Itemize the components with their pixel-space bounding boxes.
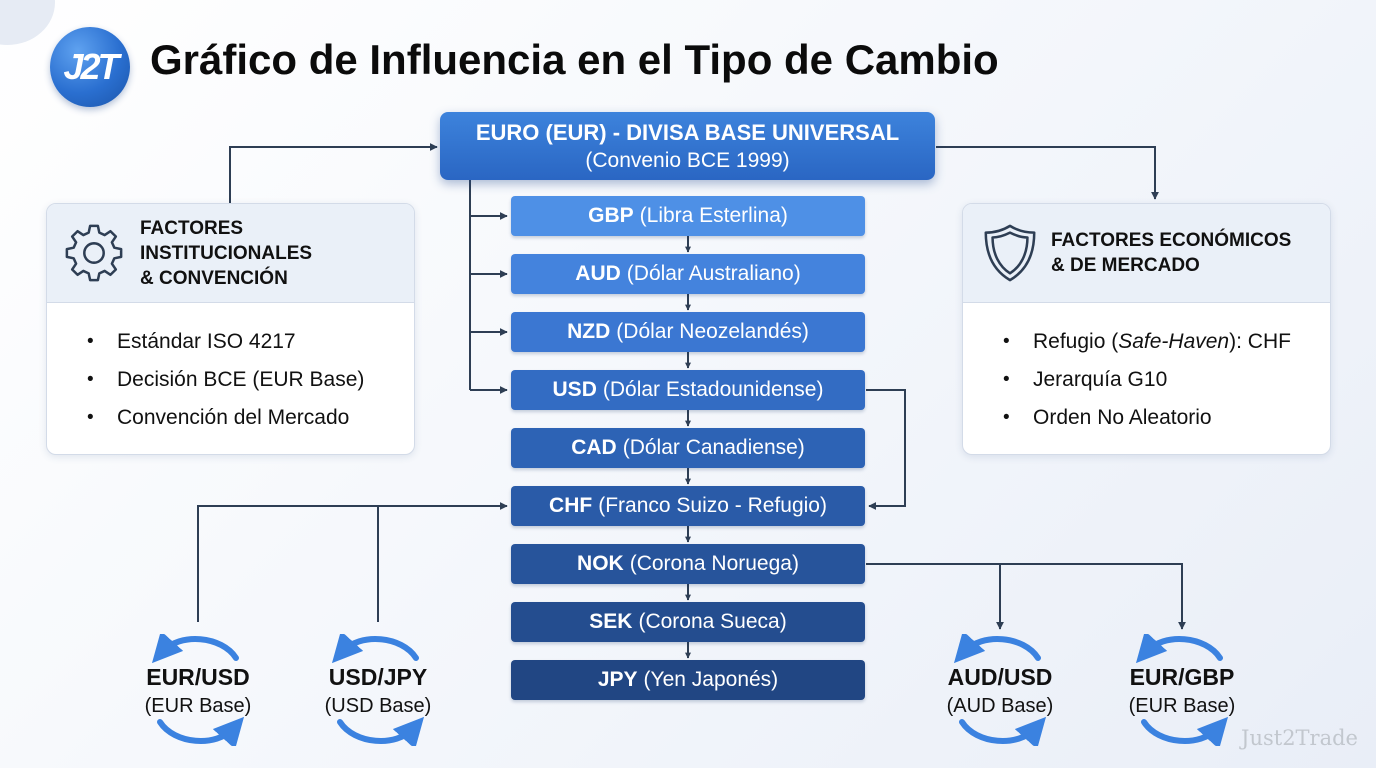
pair-name: AUD/USD bbox=[947, 664, 1053, 690]
cycle-arrows-icon bbox=[151, 634, 245, 746]
currency-name: (Dólar Neozelandés) bbox=[616, 320, 809, 343]
currency-code: CHF bbox=[549, 494, 593, 517]
currency-name: (Yen Japonés) bbox=[643, 668, 779, 691]
pair-base: (EUR Base) bbox=[1128, 695, 1236, 717]
institutional-factors-list: Estándar ISO 4217 Decisión BCE (EUR Base… bbox=[47, 303, 414, 437]
cycle-arrow bbox=[331, 634, 419, 664]
pair-name: EUR/GBP bbox=[1129, 664, 1235, 690]
cycle-arrow bbox=[1135, 634, 1223, 664]
list-item: Estándar ISO 4217 bbox=[87, 323, 414, 361]
pair-base: (AUD Base) bbox=[946, 695, 1054, 717]
cycle-arrow bbox=[953, 634, 1041, 664]
watermark: Just2Trade bbox=[1241, 726, 1358, 750]
cycle-arrow bbox=[157, 716, 245, 746]
cycle-arrows-icon bbox=[1135, 634, 1229, 746]
pair-usd-jpy: USD/JPY (USD Base) bbox=[308, 634, 448, 746]
list-item: Convención del Mercado bbox=[87, 399, 414, 437]
pair-name: EUR/USD bbox=[146, 664, 250, 690]
list-item: Jerarquía G10 bbox=[1003, 361, 1330, 399]
list-item: Decisión BCE (EUR Base) bbox=[87, 361, 414, 399]
currency-name: (Dólar Estadounidense) bbox=[602, 378, 824, 401]
currency-nzd: NZD(Dólar Neozelandés) bbox=[511, 312, 865, 352]
base-currency-title: EURO (EUR) - DIVISA BASE UNIVERSAL bbox=[475, 119, 900, 145]
connector-institutional-to-base bbox=[229, 143, 438, 203]
currency-code: NZD bbox=[567, 320, 611, 343]
panel-header: FACTORES INSTITUCIONALES & CONVENCIÓN bbox=[47, 204, 414, 303]
pair-name: USD/JPY bbox=[328, 664, 428, 690]
list-item: Refugio (Safe-Haven): CHF bbox=[1003, 323, 1330, 361]
currency-nok: NOK(Corona Noruega) bbox=[511, 544, 865, 584]
shield-icon bbox=[984, 224, 1036, 282]
currency-chf: CHF(Franco Suizo - Refugio) bbox=[511, 486, 865, 526]
currency-cad: CAD(Dólar Canadiense) bbox=[511, 428, 865, 468]
currency-name: (Corona Sueca) bbox=[638, 610, 787, 633]
currency-sek: SEK(Corona Sueca) bbox=[511, 602, 865, 642]
cycle-arrow bbox=[959, 716, 1047, 746]
currency-usd: USD(Dólar Estadounidense) bbox=[511, 370, 865, 410]
pair-base: (EUR Base) bbox=[144, 695, 252, 717]
economic-factors-list: Refugio (Safe-Haven): CHF Jerarquía G10 … bbox=[963, 303, 1330, 437]
cycle-arrows-icon bbox=[331, 634, 425, 746]
base-currency-subtitle: (Convenio BCE 1999) bbox=[585, 148, 790, 172]
panel-header: FACTORES ECONÓMICOS & DE MERCADO bbox=[963, 204, 1330, 303]
connector-base-to-economic bbox=[936, 146, 1159, 200]
pair-aud-usd: AUD/USD (AUD Base) bbox=[930, 634, 1070, 746]
cycle-arrow bbox=[1141, 716, 1229, 746]
connector-usd-to-chf bbox=[866, 389, 906, 510]
currency-gbp: GBP(Libra Esterlina) bbox=[511, 196, 865, 236]
pair-eur-gbp: EUR/GBP (EUR Base) bbox=[1112, 634, 1252, 746]
currency-jpy: JPY(Yen Japonés) bbox=[511, 660, 865, 700]
pair-base: (USD Base) bbox=[324, 695, 432, 717]
currency-code: JPY bbox=[597, 668, 638, 691]
cycle-arrow bbox=[337, 716, 425, 746]
base-currency-box: EURO (EUR) - DIVISA BASE UNIVERSAL (Conv… bbox=[440, 112, 935, 180]
panel-title: FACTORES ECONÓMICOS & DE MERCADO bbox=[1051, 230, 1292, 276]
gear-icon bbox=[65, 224, 123, 282]
currency-name: (Corona Noruega) bbox=[629, 552, 799, 575]
currency-name: (Franco Suizo - Refugio) bbox=[598, 494, 827, 517]
currency-name: (Dólar Canadiense) bbox=[622, 436, 805, 459]
currency-aud: AUD(Dólar Australiano) bbox=[511, 254, 865, 294]
currency-code: CAD bbox=[571, 436, 617, 459]
connector-nok-to-pairs bbox=[866, 563, 1186, 630]
currency-code: SEK bbox=[589, 610, 633, 633]
panel-title: FACTORES INSTITUCIONALES & CONVENCIÓN bbox=[140, 217, 313, 289]
list-item: Orden No Aleatorio bbox=[1003, 399, 1330, 437]
cycle-arrows-icon bbox=[953, 634, 1047, 746]
currency-name: (Dólar Australiano) bbox=[626, 262, 801, 285]
currency-code: NOK bbox=[577, 552, 624, 575]
institutional-factors-panel: FACTORES INSTITUCIONALES & CONVENCIÓN Es… bbox=[46, 203, 415, 455]
economic-factors-panel: FACTORES ECONÓMICOS & DE MERCADO Refugio… bbox=[962, 203, 1331, 455]
currency-code: GBP bbox=[588, 204, 634, 227]
page-title: Gráfico de Influencia en el Tipo de Camb… bbox=[150, 36, 999, 83]
pair-eur-usd: EUR/USD (EUR Base) bbox=[128, 634, 268, 746]
currency-name: (Libra Esterlina) bbox=[639, 204, 788, 227]
currency-code: USD bbox=[552, 378, 597, 401]
connector-pairs-to-chf bbox=[197, 502, 508, 622]
cycle-arrow bbox=[151, 634, 239, 664]
j2t-logo: J2T bbox=[50, 27, 130, 107]
currency-code: AUD bbox=[575, 262, 621, 285]
